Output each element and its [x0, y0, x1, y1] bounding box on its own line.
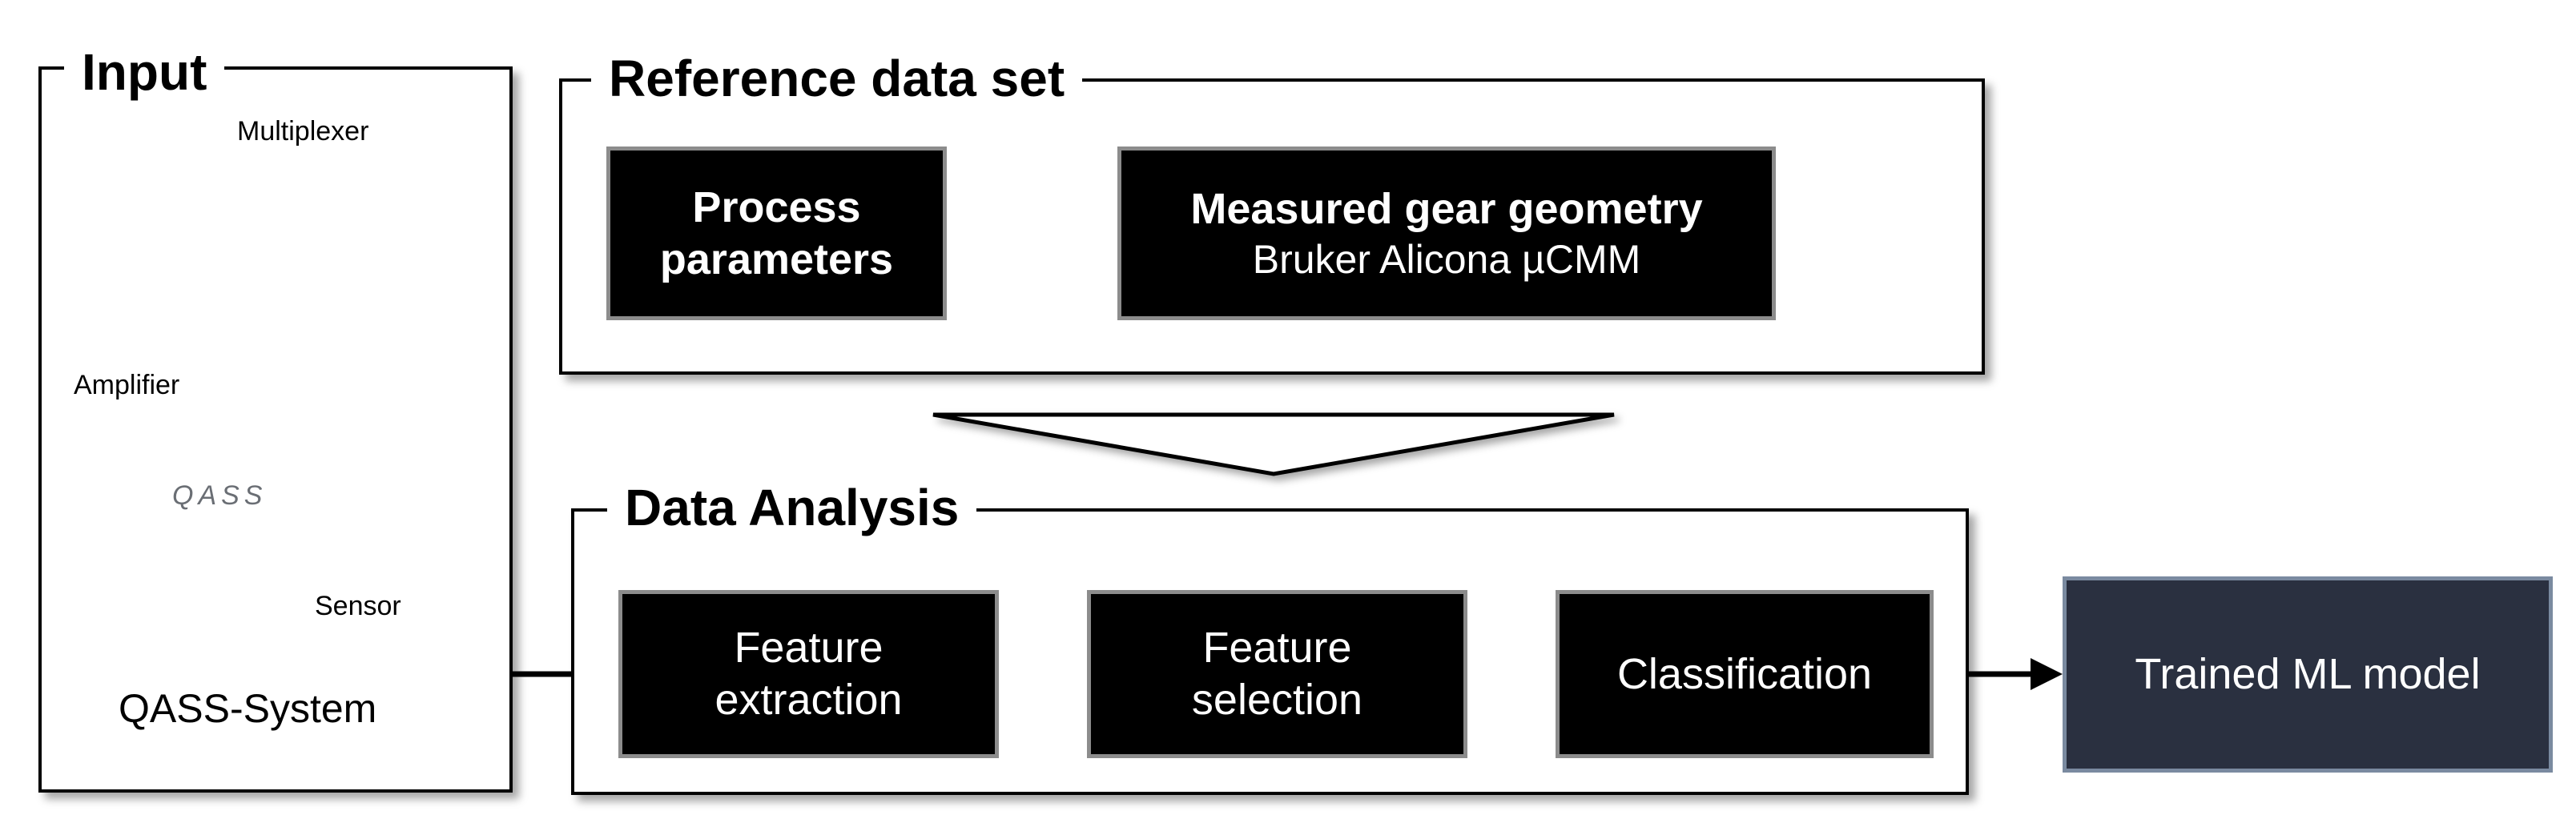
trained-ml-model-box: Trained ML model	[2063, 576, 2553, 773]
amplifier-label: Amplifier	[74, 370, 180, 400]
measured-geometry-box: Measured gear geometry Bruker Alicona µC…	[1117, 147, 1776, 320]
sensor-label: Sensor	[315, 591, 401, 621]
qass-system-label: QASS-System	[119, 686, 377, 731]
process-parameters-line2: parameters	[659, 235, 894, 283]
feature-extraction-line2: extraction	[714, 676, 903, 724]
multiplexer-label: Multiplexer	[237, 116, 369, 147]
data-analysis-title: Data Analysis	[607, 482, 977, 533]
feature-selection-line1: Feature	[1202, 624, 1352, 672]
input-title: Input	[64, 46, 225, 98]
measured-geometry-instrument: Bruker Alicona µCMM	[1252, 236, 1641, 282]
feature-selection-line2: selection	[1191, 676, 1363, 724]
amplifier-brand-text: QASS	[172, 480, 268, 511]
feature-selection-box: Feature selection	[1087, 590, 1467, 758]
feature-extraction-box: Feature extraction	[618, 590, 999, 758]
trained-ml-model-label: Trained ML model	[2135, 650, 2481, 699]
classification-box: Classification	[1556, 590, 1934, 758]
process-parameters-box: Process parameters	[606, 147, 947, 320]
process-parameters-line1: Process	[692, 183, 861, 231]
funnel-arrow	[932, 412, 1615, 476]
feature-extraction-line1: Feature	[734, 624, 883, 672]
reference-title: Reference data set	[591, 53, 1083, 104]
input-frame	[38, 66, 513, 793]
measured-geometry-title: Measured gear geometry	[1190, 185, 1703, 234]
classification-label: Classification	[1616, 649, 1873, 698]
